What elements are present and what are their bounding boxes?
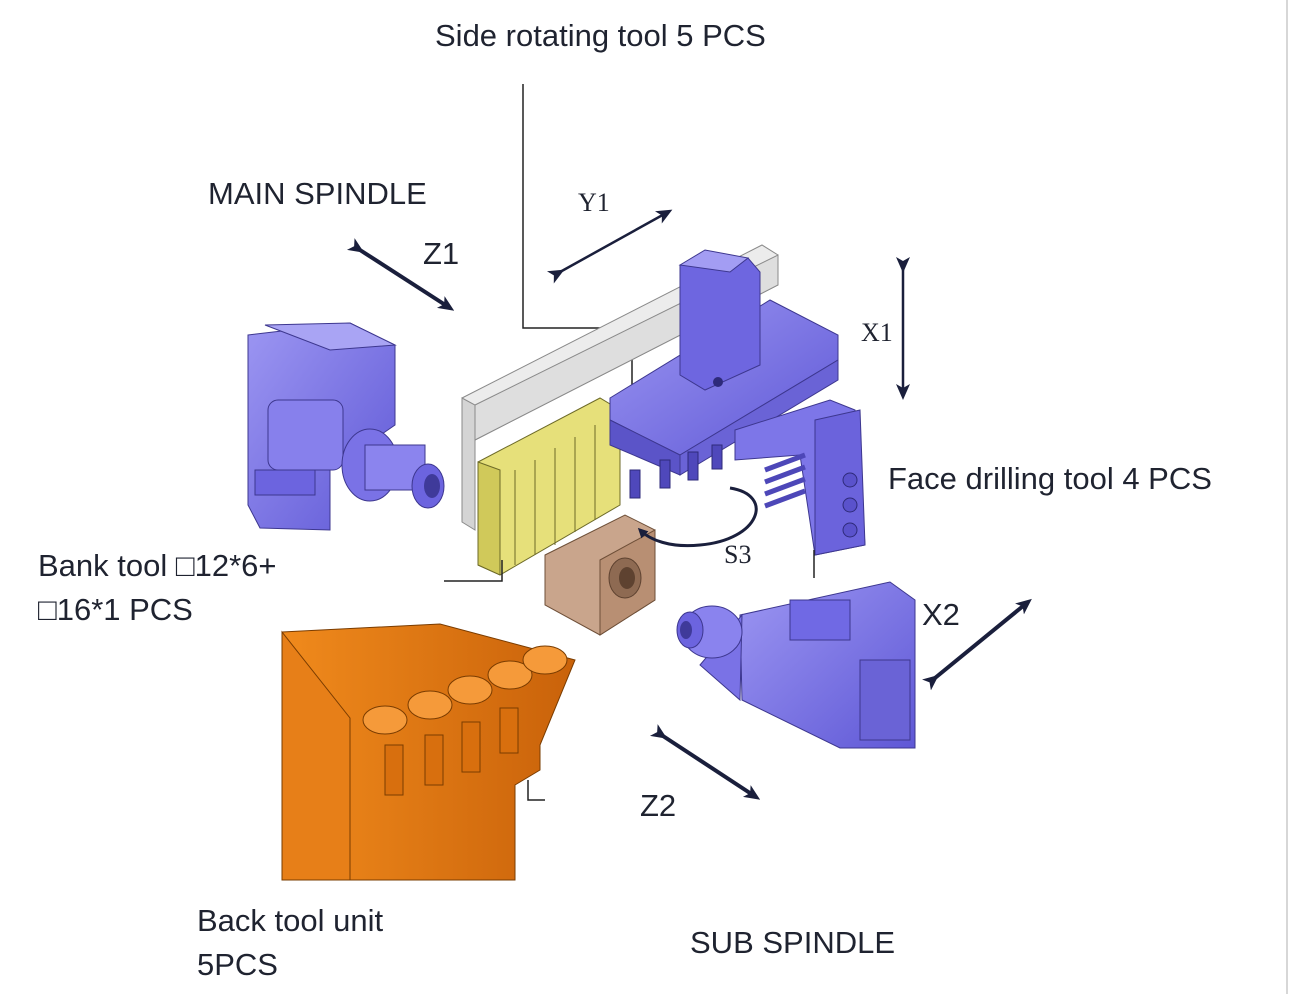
- x2-axis-label: X2: [922, 597, 960, 632]
- side-rotating-tool-label: Side rotating tool 5 PCS: [435, 18, 766, 53]
- z1-arrow: [346, 238, 455, 311]
- back-tool-unit: [281, 623, 576, 881]
- s3-axis-label: S3: [724, 540, 752, 569]
- page-edge-divider: [1286, 0, 1288, 994]
- z2-arrow: [649, 724, 761, 800]
- sub-spindle-unit: [676, 581, 916, 749]
- bank-tool-label-line1: Bank tool □12*6+: [38, 548, 277, 583]
- x2-arrow: [922, 598, 1032, 691]
- face-drilling-tool-block: [734, 399, 866, 578]
- sub-spindle-label: SUB SPINDLE: [690, 925, 896, 960]
- bank-tool-leader: [444, 560, 503, 582]
- face-drilling-tool-label: Face drilling tool 4 PCS: [888, 461, 1212, 496]
- main-spindle-unit: [247, 322, 445, 531]
- main-spindle-label: MAIN SPINDLE: [208, 176, 427, 211]
- bank-tool-label-line2: □16*1 PCS: [38, 592, 193, 627]
- z2-axis-label: Z2: [640, 788, 677, 823]
- s3-rotation-arrow: [637, 486, 758, 548]
- y1-arrow: [546, 209, 673, 284]
- axis-arrows: [346, 209, 1032, 800]
- back-tool-unit-label: Back tool unit 5PCS: [197, 899, 383, 987]
- rotating-head: [544, 514, 656, 636]
- y1-axis-label: Y1: [578, 188, 610, 217]
- bank-tool-block: [477, 397, 621, 576]
- bank-tool-label: Bank tool □12*6+ □16*1 PCS: [38, 544, 276, 632]
- back-tool-unit-label-line2: 5PCS: [197, 947, 278, 982]
- side-tool-leader: [522, 84, 633, 398]
- z1-axis-label: Z1: [423, 236, 460, 271]
- side-rotating-tool-unit: [609, 249, 839, 499]
- back-tool-unit-label-line1: Back tool unit: [197, 903, 384, 938]
- x1-axis-label: X1: [861, 318, 893, 347]
